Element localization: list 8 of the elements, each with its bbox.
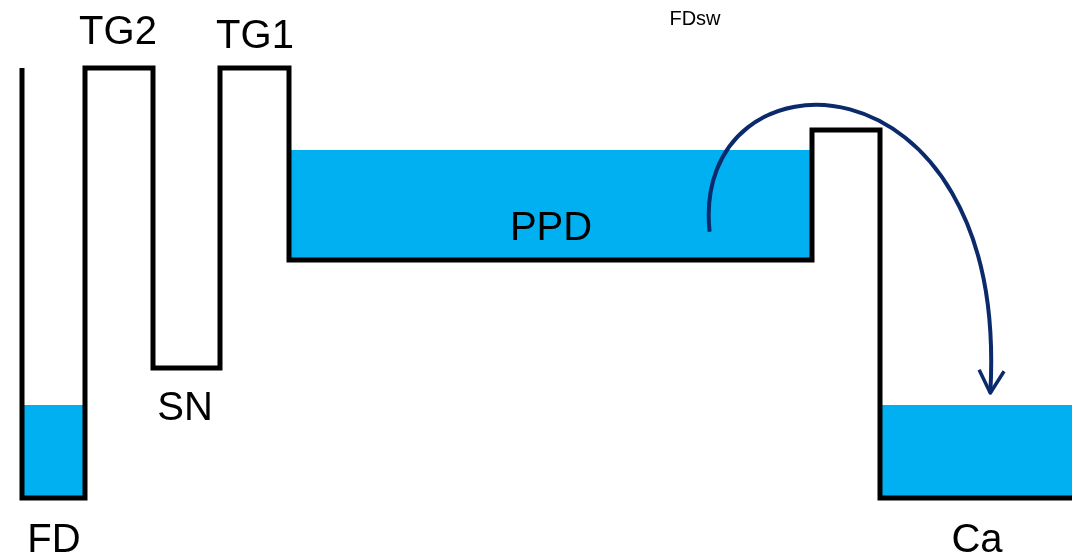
gate-label: FDsw — [669, 8, 721, 28]
charge-fill — [291, 150, 811, 259]
gate-label: SN — [157, 386, 213, 426]
well-label: Ca — [951, 518, 1003, 558]
gate-label: TG2 — [79, 10, 157, 50]
well-label: FD — [27, 518, 81, 558]
well-label: PPD — [509, 206, 593, 246]
gate-label: TG1 — [216, 14, 294, 54]
